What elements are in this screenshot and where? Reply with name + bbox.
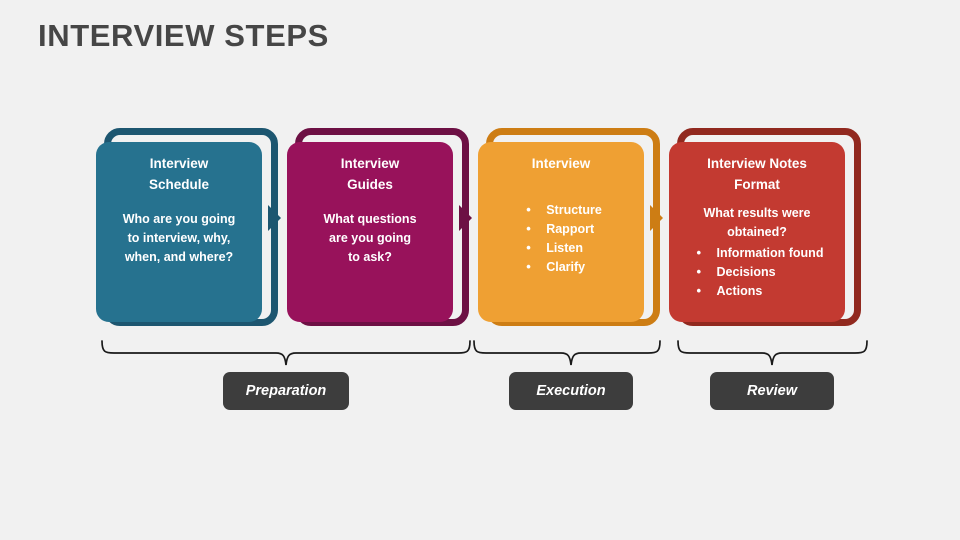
step-card-body-line-1: Who are you going bbox=[122, 211, 236, 226]
step-card-group-4[interactable]: Interview Notes Format What results were… bbox=[669, 128, 869, 338]
step-card-1[interactable]: Interview Schedule Who are you going to … bbox=[96, 142, 262, 322]
step-card-4[interactable]: Interview Notes Format What results were… bbox=[669, 142, 845, 322]
list-item: Clarify bbox=[520, 257, 602, 277]
list-item: Actions bbox=[691, 281, 824, 301]
phase-label-execution[interactable]: Execution bbox=[509, 372, 633, 410]
list-item: Rapport bbox=[520, 219, 602, 239]
flow-arrow-1-to-2 bbox=[268, 205, 281, 231]
step-card-bullets-wrap-4: Information found Decisions Actions bbox=[678, 243, 836, 301]
step-card-body-1: Who are you going to interview, why, whe… bbox=[105, 210, 253, 267]
list-item: Decisions bbox=[691, 262, 824, 282]
step-card-group-1[interactable]: Interview Schedule Who are you going to … bbox=[96, 128, 286, 338]
list-item: Structure bbox=[520, 200, 602, 220]
step-card-body-4: What results were obtained? bbox=[678, 204, 836, 242]
phase-label-preparation[interactable]: Preparation bbox=[223, 372, 349, 410]
phase-label-text: Preparation bbox=[245, 383, 327, 399]
list-item: Information found bbox=[691, 243, 824, 263]
step-card-title-4: Interview Notes Format bbox=[678, 154, 836, 196]
step-card-title-line-2: Format bbox=[734, 176, 780, 192]
step-card-group-3[interactable]: Interview Structure Rapport Listen Clari… bbox=[478, 128, 668, 338]
step-card-body-line-1: What results were bbox=[703, 205, 811, 220]
brace-review bbox=[677, 340, 868, 366]
step-card-bullets-wrap-3: Structure Rapport Listen Clarify bbox=[487, 200, 635, 277]
step-card-title-line-1: Interview bbox=[531, 156, 591, 171]
step-card-body-line-2: obtained? bbox=[727, 224, 787, 239]
step-card-title-3: Interview bbox=[487, 154, 635, 175]
step-card-bullet-list-3: Structure Rapport Listen Clarify bbox=[520, 200, 602, 277]
flow-arrow-3-to-4 bbox=[650, 205, 663, 231]
step-card-title-line-2: Schedule bbox=[148, 176, 210, 192]
flow-arrow-2-to-3 bbox=[459, 205, 472, 231]
step-card-body-line-3: when, and where? bbox=[124, 249, 234, 264]
step-card-title-1: Interview Schedule bbox=[105, 154, 253, 196]
brace-preparation bbox=[101, 340, 471, 366]
step-card-body-line-2: to interview, why, bbox=[127, 230, 231, 245]
phase-label-text: Review bbox=[747, 383, 797, 399]
step-card-group-2[interactable]: Interview Guides What questions are you … bbox=[287, 128, 477, 338]
brace-execution bbox=[473, 340, 661, 366]
step-card-title-line-1: Interview Notes bbox=[707, 156, 807, 171]
phase-label-review[interactable]: Review bbox=[710, 372, 834, 410]
step-card-title-2: Interview Guides bbox=[296, 154, 444, 196]
step-card-2[interactable]: Interview Guides What questions are you … bbox=[287, 142, 453, 322]
step-card-title-line-2: Guides bbox=[347, 176, 393, 192]
step-card-3[interactable]: Interview Structure Rapport Listen Clari… bbox=[478, 142, 644, 322]
phase-label-text: Execution bbox=[536, 383, 606, 399]
step-card-body-line-3: to ask? bbox=[348, 249, 392, 264]
step-card-bullet-list-4: Information found Decisions Actions bbox=[691, 243, 824, 301]
page-title: INTERVIEW STEPS bbox=[38, 18, 329, 53]
step-card-title-line-1: Interview bbox=[340, 156, 400, 171]
step-card-body-line-2: are you going bbox=[329, 230, 411, 245]
step-card-body-2: What questions are you going to ask? bbox=[296, 210, 444, 267]
step-card-title-line-1: Interview bbox=[149, 156, 209, 171]
step-card-body-line-1: What questions bbox=[323, 211, 417, 226]
list-item: Listen bbox=[520, 238, 602, 258]
